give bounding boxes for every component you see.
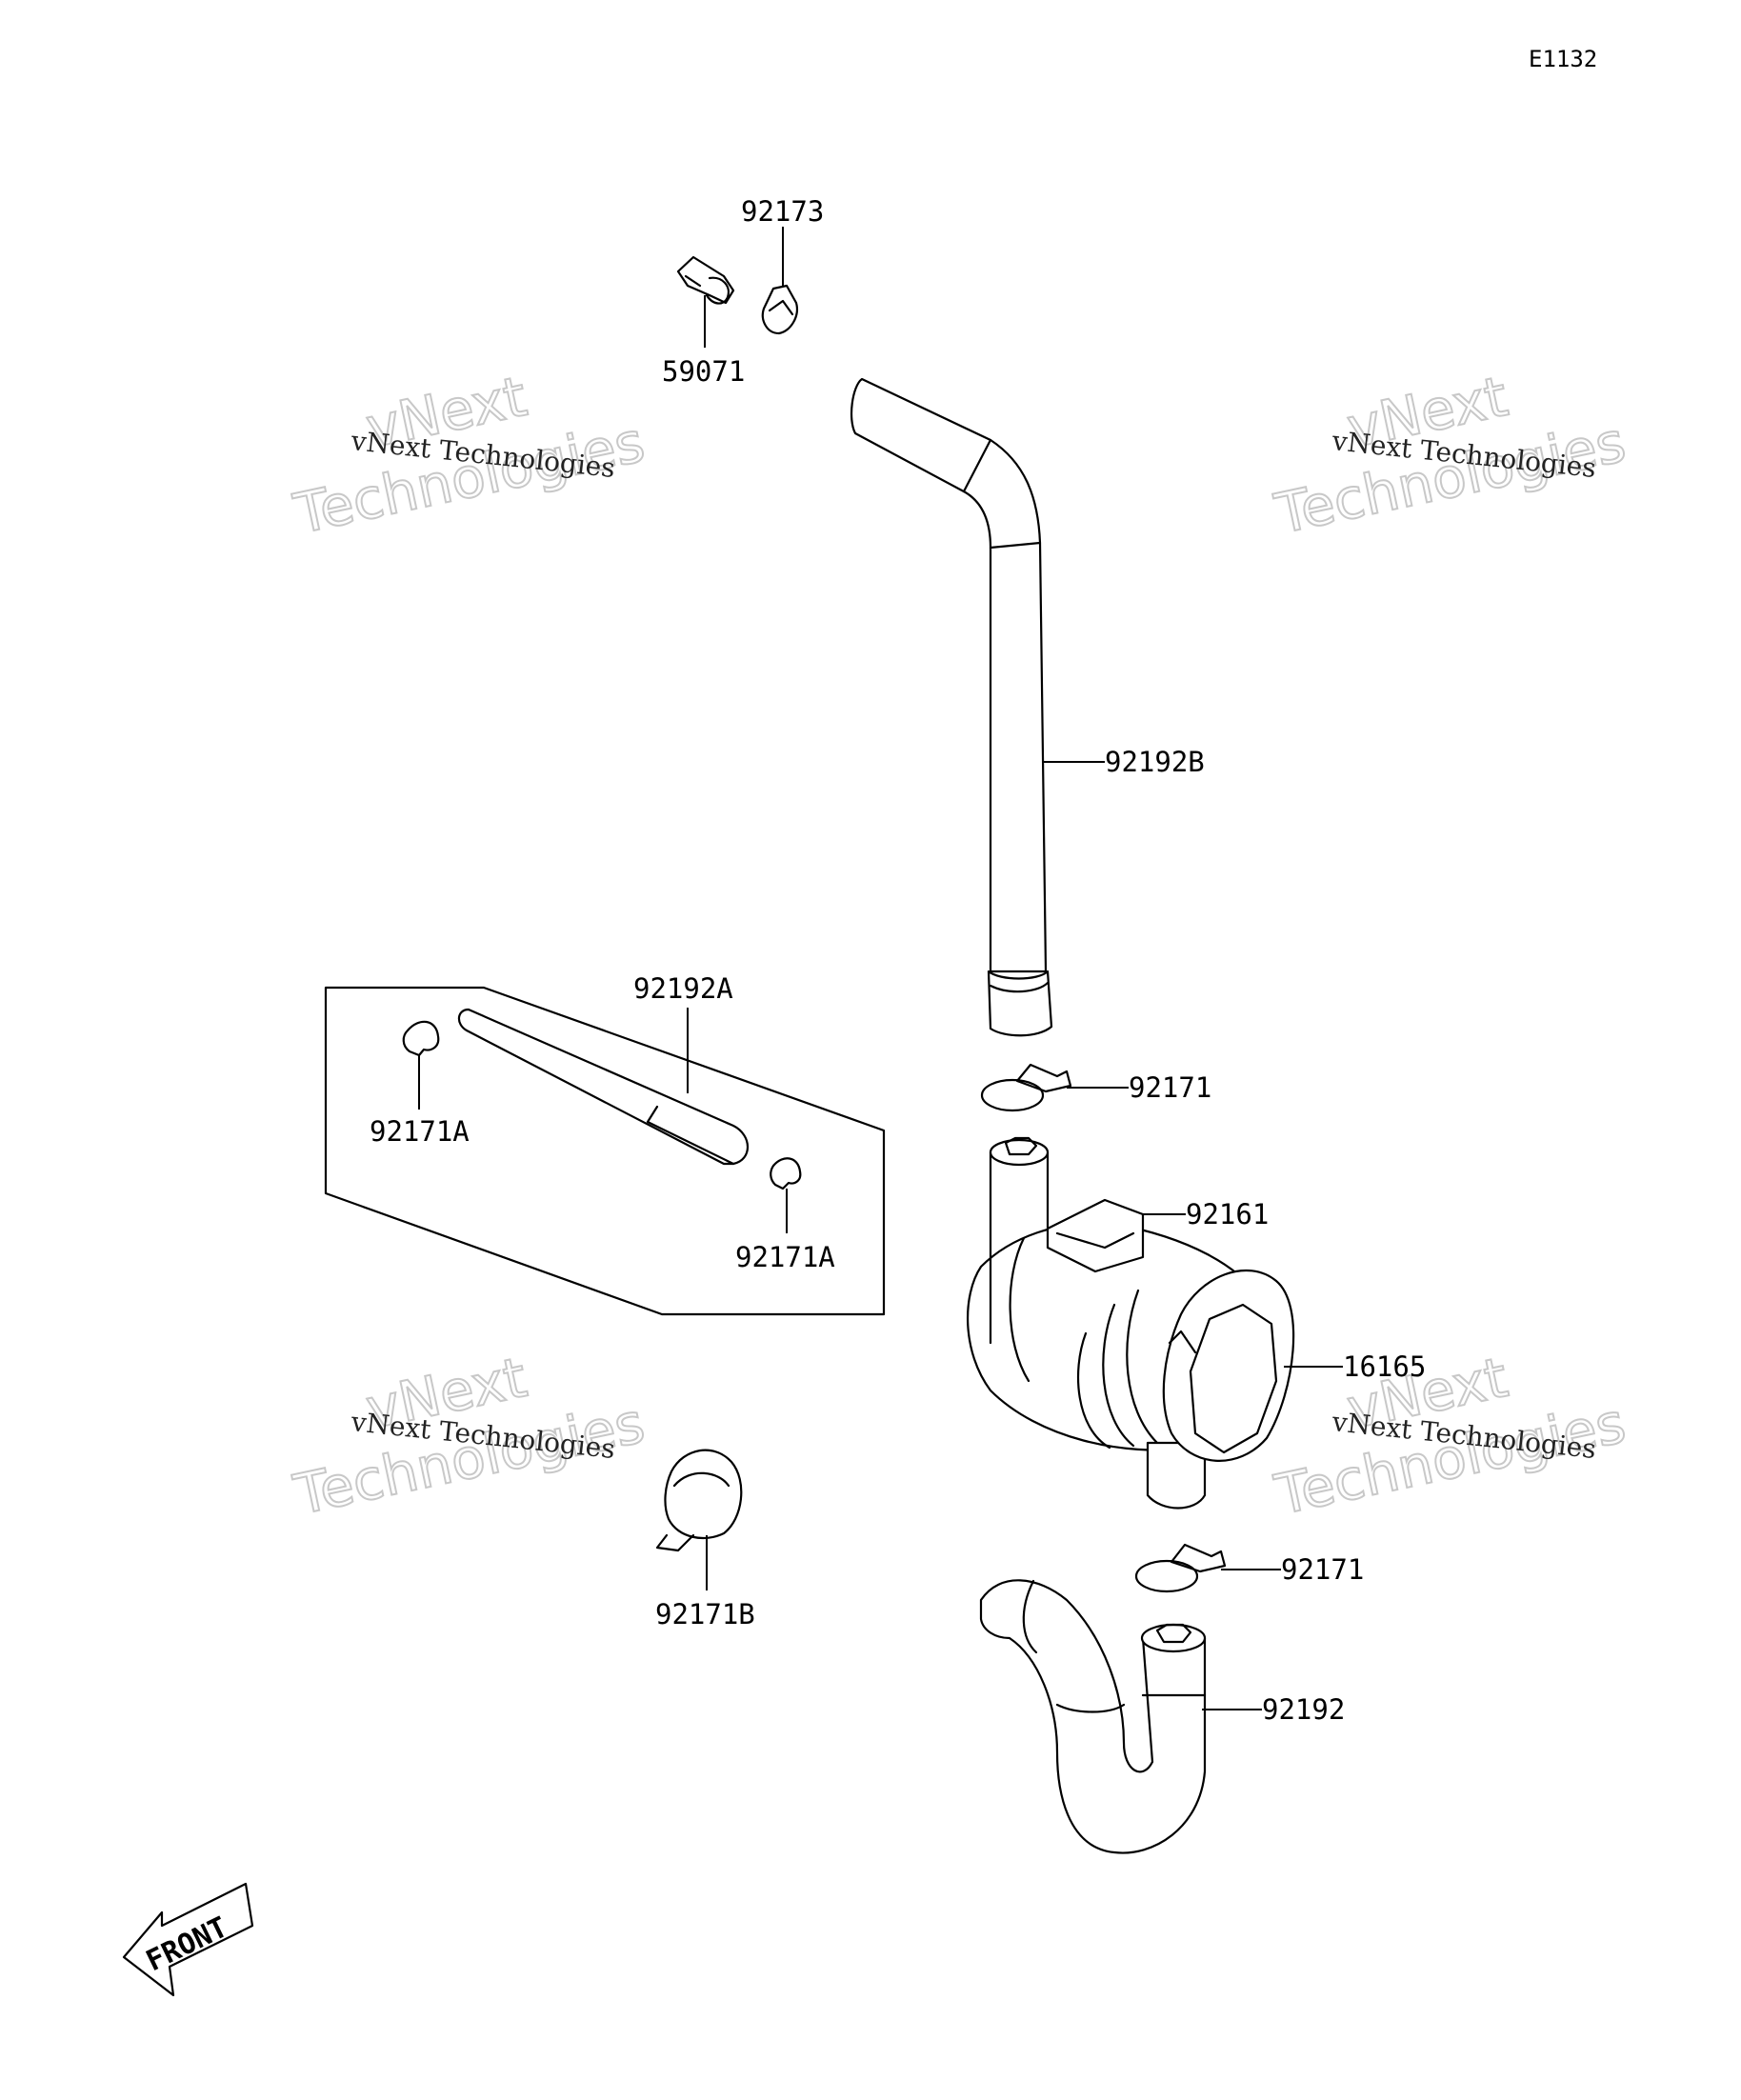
part-92171B-clamp[interactable] <box>655 1449 743 1590</box>
callout-92171A-right: 92171A <box>735 1241 835 1273</box>
part-92192-hose[interactable] <box>979 1579 1262 1854</box>
part-92171A-right-clip[interactable] <box>770 1157 802 1233</box>
callout-59071: 59071 <box>662 355 745 388</box>
callout-92192A: 92192A <box>633 972 733 1005</box>
front-arrow-icon: FRONT <box>122 1882 254 1997</box>
part-92173-clamp[interactable] <box>761 227 798 335</box>
part-59071-clamp[interactable] <box>676 255 735 348</box>
callout-92161: 92161 <box>1186 1198 1269 1230</box>
part-92192A-kit[interactable] <box>324 986 886 1316</box>
watermark-top-left: vNext Technologies vNext Technologies <box>288 363 651 548</box>
watermark-top-right: vNext Technologies vNext Technologies <box>1269 363 1632 548</box>
callout-92171A-left: 92171A <box>370 1115 470 1148</box>
part-92171-lower-clamp[interactable] <box>1134 1543 1281 1593</box>
callout-92192: 92192 <box>1262 1693 1345 1726</box>
callout-92171B: 92171B <box>655 1598 755 1630</box>
callout-92171-lower: 92171 <box>1281 1553 1364 1586</box>
part-16165-cap[interactable] <box>1162 1269 1343 1462</box>
callout-92192B: 92192B <box>1105 746 1205 778</box>
watermark-bottom-left: vNext Technologies vNext Technologies <box>288 1344 651 1529</box>
callout-16165: 16165 <box>1343 1350 1426 1383</box>
part-92171-upper-clamp[interactable] <box>980 1063 1129 1112</box>
part-92171A-left-clip[interactable] <box>402 1020 440 1110</box>
callout-92173: 92173 <box>741 195 824 228</box>
watermark-bottom-right: vNext Technologies vNext Technologies <box>1269 1344 1632 1529</box>
part-92192B-hose[interactable] <box>850 377 1105 1037</box>
callout-92171-upper: 92171 <box>1129 1071 1211 1104</box>
diagram-ref-code: E1132 <box>1529 46 1597 72</box>
